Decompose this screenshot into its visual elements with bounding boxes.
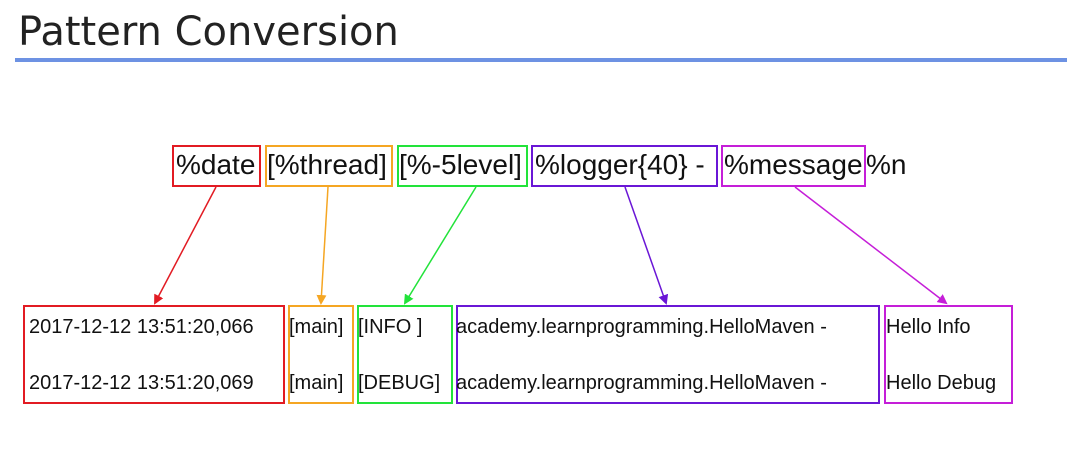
slide-title: Pattern Conversion — [18, 9, 399, 55]
output-row-1-level: [INFO ] — [358, 316, 423, 338]
arrow-date — [154, 186, 217, 305]
output-row-2-date: 2017-12-12 13:51:20,069 — [29, 372, 254, 394]
output-row-2-message: Hello Debug — [886, 372, 997, 394]
output-date-box — [23, 305, 285, 404]
pattern-level: [%-5level] — [399, 149, 522, 180]
output-row-1-message: Hello Info — [886, 316, 971, 338]
pattern-message-box — [721, 145, 866, 187]
pattern-date: %date — [176, 149, 256, 180]
pattern-level-box — [397, 145, 528, 187]
pattern-thread: [%thread] — [267, 149, 387, 180]
title-underline — [15, 58, 1067, 62]
arrow-level — [403, 186, 477, 305]
output-level-box — [357, 305, 453, 404]
pattern-logger-box — [531, 145, 718, 187]
output-row-1-date: 2017-12-12 13:51:20,066 — [29, 316, 254, 338]
output-row-1-logger: academy.learnprogramming.HelloMaven - — [456, 316, 827, 338]
pattern-logger: %logger{40} - — [535, 149, 705, 180]
output-logger-box — [456, 305, 880, 404]
pattern-newline: %n — [866, 149, 907, 180]
pattern-message: %message — [724, 149, 863, 180]
output-row-1-thread: [main] — [289, 316, 344, 338]
arrow-thread — [316, 186, 329, 305]
output-row-2-thread: [main] — [289, 372, 344, 394]
pattern-thread-box — [265, 145, 393, 187]
arrow-logger — [624, 186, 669, 305]
output-row-2-logger: academy.learnprogramming.HelloMaven - — [456, 372, 827, 394]
output-thread-box — [288, 305, 354, 404]
output-message-box — [884, 305, 1013, 404]
output-row-2-level: [DEBUG] — [358, 372, 441, 394]
pattern-date-box — [172, 145, 261, 187]
arrow-message — [794, 186, 948, 305]
